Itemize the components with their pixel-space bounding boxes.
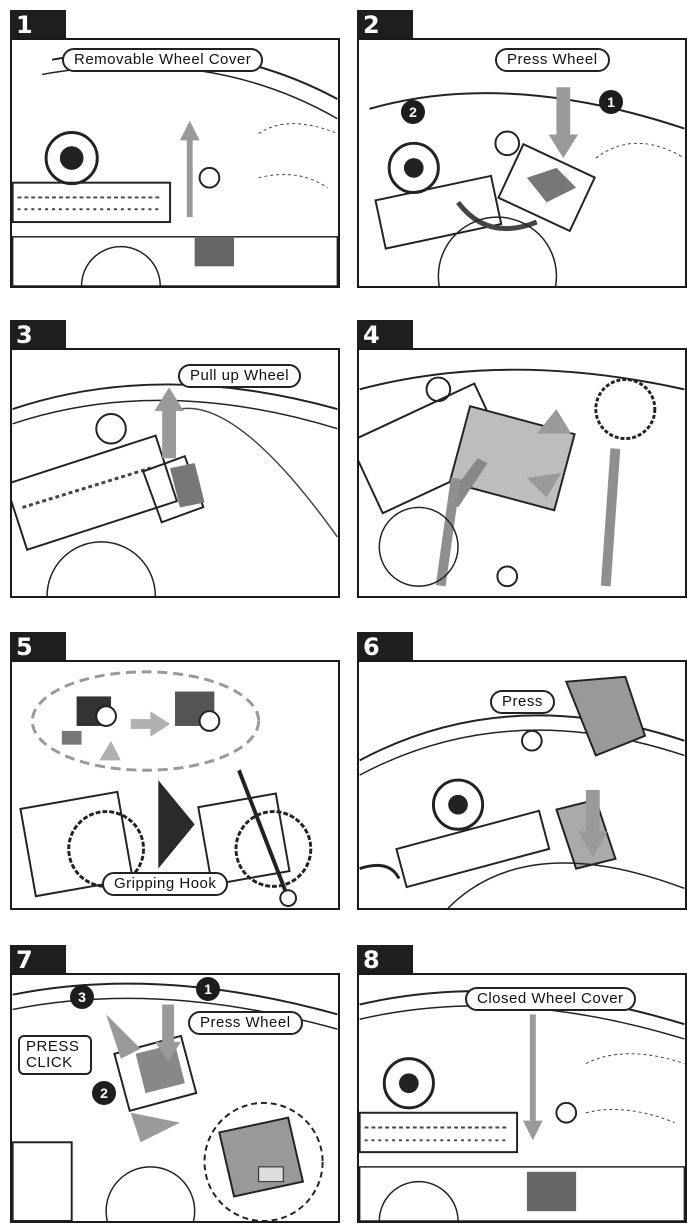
step-7: 7 Press Wheel PRESS CLICK 3 1 2 (10, 945, 340, 1223)
step-number-badge: 2 (357, 10, 413, 40)
step-number-badge: 1 (10, 10, 66, 40)
step-illustration (357, 348, 687, 598)
step-marker: 2 (401, 100, 425, 124)
step-number-badge: 5 (10, 632, 66, 662)
arrow-up-icon (179, 120, 200, 218)
step-marker: 3 (70, 985, 94, 1009)
arrow-down-icon (522, 1014, 543, 1141)
step-number-badge: 6 (357, 632, 413, 662)
press-click-label: PRESS CLICK (18, 1035, 92, 1075)
step-number-badge: 3 (10, 320, 66, 350)
arrow-right-icon (99, 711, 171, 761)
step-marker: 1 (599, 90, 623, 114)
wheel-module-drawing (19, 670, 313, 908)
arrow-down-icon (548, 87, 579, 159)
robot-underside-drawing (12, 982, 338, 1221)
arrow-down-icon (106, 1004, 181, 1143)
callout-label: Pull up Wheel (178, 364, 302, 388)
step-2: 2 Press Wheel 2 1 (357, 10, 687, 288)
step-illustration (10, 348, 340, 598)
step-6: 6 Press (357, 632, 687, 910)
arrow-down-icon (526, 409, 572, 498)
callout-label: Gripping Hook (102, 872, 229, 896)
robot-underside-drawing (12, 383, 338, 596)
step-illustration (357, 38, 687, 288)
step-number-badge: 8 (357, 945, 413, 975)
step-marker: 1 (196, 977, 220, 1001)
robot-underside-drawing (359, 990, 685, 1221)
callout-label: Press Wheel (188, 1011, 303, 1035)
callout-label: Press Wheel (495, 48, 610, 72)
step-marker: 2 (92, 1081, 116, 1105)
step-3: 3 Pull up Wheel (10, 320, 340, 598)
callout-label: Press (490, 690, 555, 714)
callout-label: Removable Wheel Cover (62, 48, 264, 72)
step-4: 4 (357, 320, 687, 598)
step-number-badge: 7 (10, 945, 66, 975)
robot-underside-drawing (369, 92, 685, 286)
step-5: 5 Gripping Hook (10, 632, 340, 910)
step-number-badge: 4 (357, 320, 413, 350)
step-illustration (10, 660, 340, 910)
step-1: 1 Removable Wheel Cover (10, 10, 340, 288)
triangle-right-icon (158, 780, 195, 869)
step-illustration (10, 38, 340, 288)
step-8: 8 Closed Wheel Cover (357, 945, 687, 1223)
robot-underside-drawing (359, 675, 685, 908)
step-illustration (357, 973, 687, 1223)
arrow-up-icon (154, 387, 184, 459)
robot-underside-drawing (12, 49, 338, 286)
callout-label: Closed Wheel Cover (465, 987, 636, 1011)
arrow-down-icon (578, 789, 608, 857)
